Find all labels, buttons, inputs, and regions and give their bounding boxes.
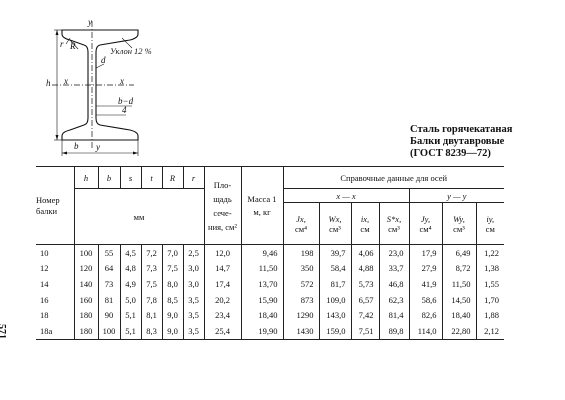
axis-x-label-left: x xyxy=(63,76,68,86)
d-label: d xyxy=(101,55,106,65)
header-Wx: Wx,см³ xyxy=(318,202,351,245)
header-axis-yy: y — y xyxy=(408,188,504,203)
header-h: h xyxy=(73,166,98,189)
b-minus-d-label: b−d xyxy=(118,96,134,106)
header-R: R xyxy=(161,166,183,189)
axis-x-label-right: x xyxy=(119,76,124,86)
axis-y-label-bottom: y xyxy=(95,142,100,152)
table-caption: Сталь горячекатаная Балки двутавровые (Г… xyxy=(410,124,560,160)
header-area: Пло-щадь сече-ния, см² xyxy=(203,166,241,245)
R-label: R xyxy=(69,41,76,51)
header-Sx: S*x,см³ xyxy=(378,202,409,245)
header-ix: ix,см xyxy=(350,202,379,245)
header-iy: iy,см xyxy=(475,202,504,245)
header-number: Номер балки xyxy=(36,166,74,245)
header-b: b xyxy=(97,166,120,189)
header-units-mm: мм xyxy=(73,188,204,245)
header-t: t xyxy=(140,166,162,189)
h-label: h xyxy=(46,78,51,88)
header-axis-xx: x — x xyxy=(282,188,409,203)
i-beam-section-diagram: y y x x r R d h b b−d 4 Уклон 12 % xyxy=(46,18,152,156)
b-label: b xyxy=(74,141,79,151)
header-mass: Масса 1 м, кг xyxy=(240,166,283,245)
caption-line-3: (ГОСТ 8239—72) xyxy=(410,148,491,159)
header-Jy: Jy,см⁴ xyxy=(408,202,442,245)
header-reference: Справочные данные для осей xyxy=(282,166,504,189)
caption-line-1: Сталь горячекатаная xyxy=(410,124,513,135)
header-Jx: Jx,см⁴ xyxy=(282,202,319,245)
i-beam-properties-table: Номер балки h b s t R r Пло-щадь сече-ни… xyxy=(36,166,504,340)
four-label: 4 xyxy=(122,105,127,115)
header-s: s xyxy=(119,166,141,189)
header-r: r xyxy=(182,166,204,189)
axis-y-label-top: y xyxy=(87,18,92,27)
slope-label: Уклон 12 % xyxy=(110,46,152,56)
r-label: r xyxy=(60,39,64,49)
header-Wy: Wy,см³ xyxy=(441,202,476,245)
caption-line-2: Балки двутавровые xyxy=(410,136,505,147)
page-number: 571 xyxy=(0,324,7,339)
